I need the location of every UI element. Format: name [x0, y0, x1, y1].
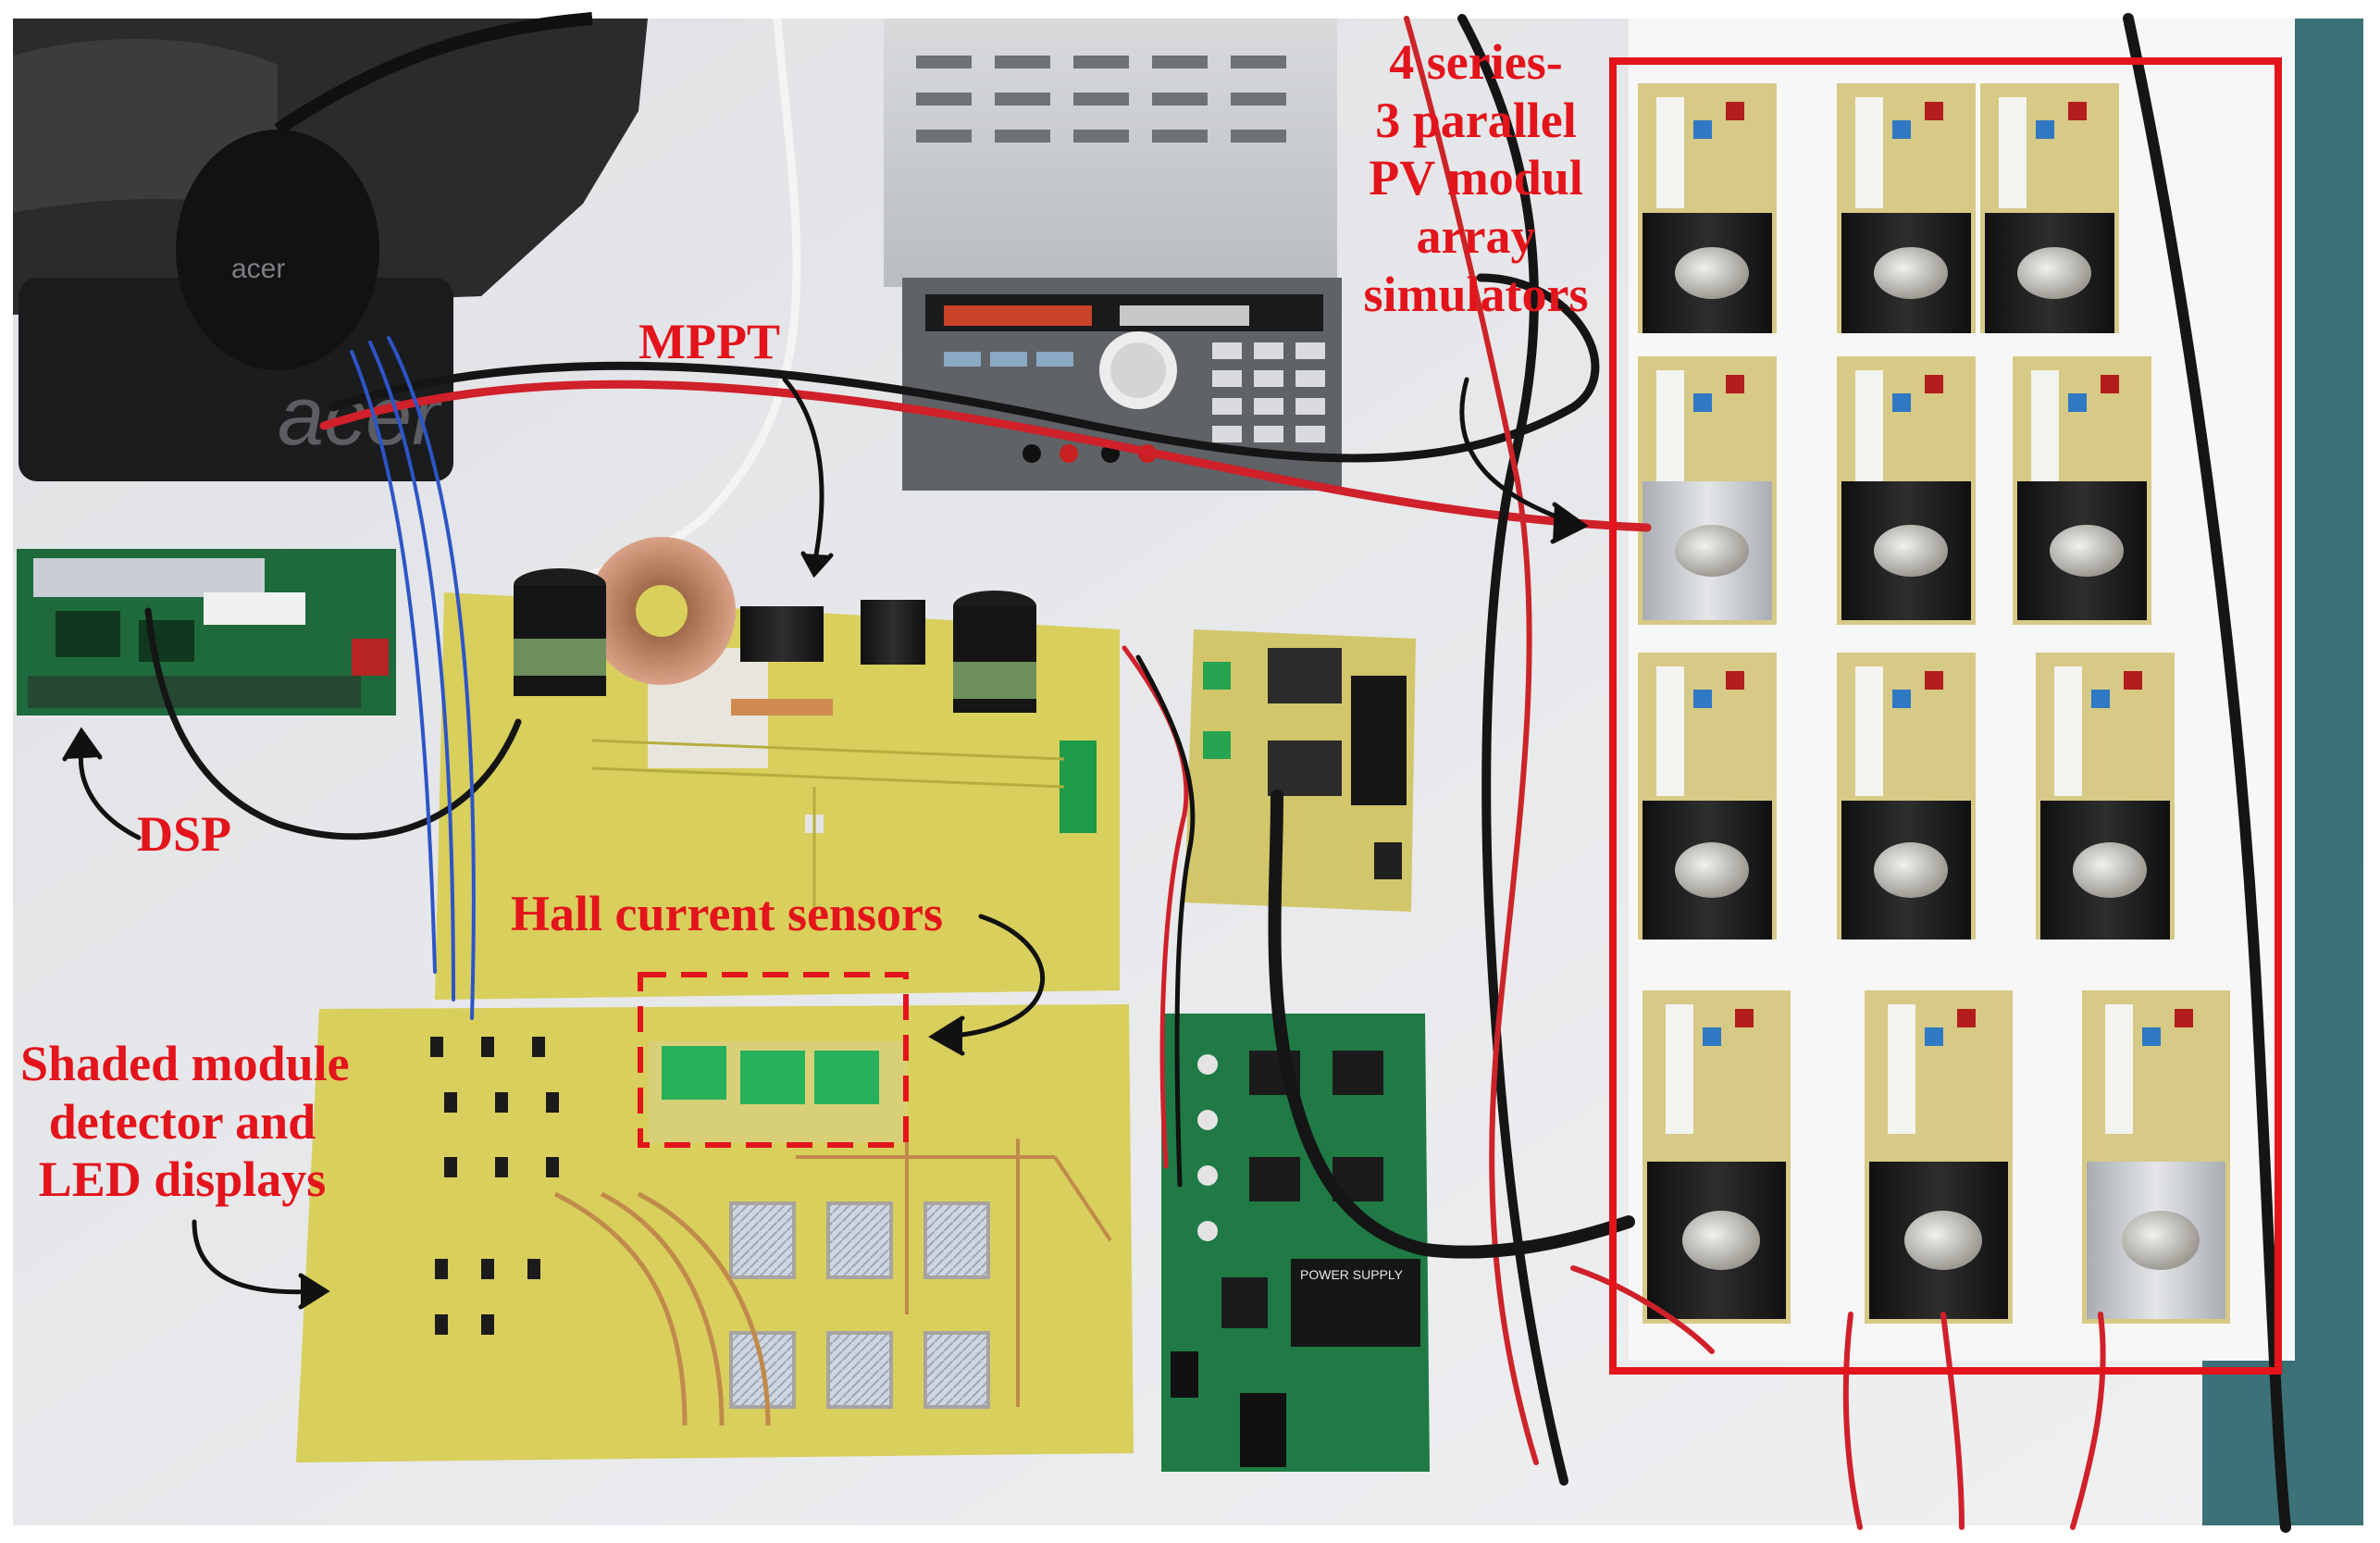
relay-board-small: [1184, 629, 1416, 912]
dsp-board: [17, 549, 396, 716]
mouse-logo-text: acer: [231, 254, 285, 284]
psu-module: [1291, 1259, 1420, 1347]
label-pv-array-simulators: 4 series- 3 parallel PV modul array simu…: [1337, 33, 1615, 323]
cables: [144, 13, 2291, 1533]
label-array-line-3: PV modul: [1369, 150, 1583, 206]
label-dsp: DSP: [137, 806, 232, 862]
pv-simulator-array: [1629, 19, 2295, 1361]
label-array-line-5: simulators: [1363, 266, 1589, 322]
label-array-line-2: 3 parallel: [1375, 92, 1577, 148]
arrow-mppt: [782, 377, 824, 567]
psu-module-label: POWER SUPPLY: [1300, 1267, 1404, 1282]
label-array-line-1: 4 series-: [1389, 34, 1563, 90]
arrow-array: [1459, 377, 1576, 526]
pv-array-highlight-box: [1609, 57, 2282, 1375]
hall-sensor-dashed-box: [638, 972, 909, 1148]
label-hall-current-sensors: Hall current sensors: [511, 886, 943, 941]
arrow-hall: [941, 914, 1046, 1039]
label-array-line-4: array: [1416, 207, 1536, 264]
label-shaded-line-1: Shaded module: [20, 1036, 350, 1091]
bench-power-supply: [884, 19, 1342, 491]
mppt-board: [435, 537, 1120, 1000]
hall-sensor-2: [740, 1051, 805, 1104]
detector-board: [296, 1004, 1134, 1462]
hall-sensor-3: [814, 1051, 879, 1104]
hall-sensor-1: [662, 1046, 726, 1100]
label-shaded-line-3: LED displays: [38, 1151, 327, 1208]
arrow-shaded: [192, 1219, 322, 1295]
mouse: [176, 130, 379, 370]
label-shaded-module-detector: Shaded module detector and LED displays: [20, 1035, 350, 1209]
label-shaded-line-2: detector and: [48, 1093, 316, 1150]
label-mppt: MPPT: [638, 314, 780, 369]
